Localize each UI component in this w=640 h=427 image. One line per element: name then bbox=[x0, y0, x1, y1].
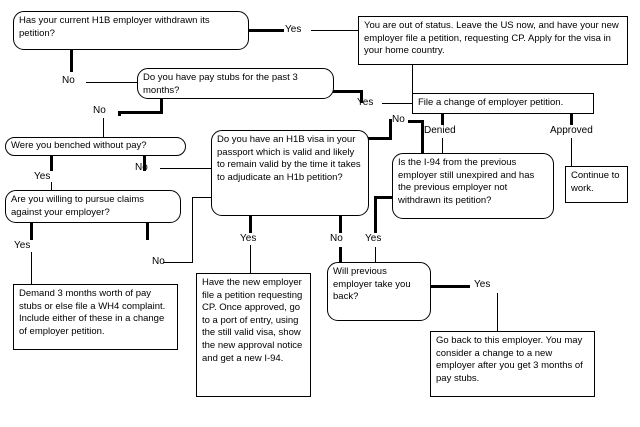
edge-label-takeback-yes: Yes bbox=[474, 279, 491, 290]
edge-withdrawn-yes-h1 bbox=[248, 29, 284, 32]
node-go-back-to-employer[interactable]: Go back to this employer. You may consid… bbox=[430, 331, 595, 397]
edge-i94-yes-v2 bbox=[375, 247, 376, 262]
edge-paystubs-no-h bbox=[118, 111, 163, 114]
node-were-you-benched[interactable]: Were you benched without pay? bbox=[5, 137, 186, 156]
node-have-new-employer-file-petition[interactable]: Have the new employer file a petition re… bbox=[196, 273, 311, 397]
node-text: You are out of status. Leave the US now,… bbox=[364, 20, 619, 57]
edge-claims-no-v2 bbox=[192, 197, 193, 263]
node-continue-to-work[interactable]: Continue to work. bbox=[565, 166, 628, 203]
edge-label-i94-no: No bbox=[392, 114, 405, 125]
node-text: Will previous employer take you back? bbox=[333, 266, 411, 303]
edge-withdrawn-no-v bbox=[70, 50, 73, 72]
edge-label-paystubs-yes: Yes bbox=[357, 97, 374, 108]
edge-i94-no-v bbox=[421, 120, 424, 153]
node-text: File a change of employer petition. bbox=[418, 97, 564, 108]
edge-h1b-yes-v1 bbox=[249, 215, 252, 233]
node-text: Has your current H1B employer withdrawn … bbox=[19, 15, 210, 39]
edge-i94-no-h bbox=[408, 120, 424, 123]
edge-claims-no-h bbox=[163, 262, 193, 263]
node-file-change-of-employer-petition[interactable]: File a change of employer petition. bbox=[412, 93, 594, 114]
edge-paystubs-no-v2 bbox=[118, 111, 121, 116]
edge-label-i94-yes: Yes bbox=[365, 233, 382, 244]
edge-label-paystubs-no: No bbox=[93, 105, 106, 116]
edge-outofstatus-v bbox=[412, 65, 413, 103]
edge-benched-yes-v1 bbox=[50, 155, 53, 171]
node-has-employer-withdrawn[interactable]: Has your current H1B employer withdrawn … bbox=[13, 11, 249, 50]
edge-label-h1b-no: No bbox=[330, 233, 343, 244]
node-willing-to-pursue-claims[interactable]: Are you willing to pursue claims against… bbox=[5, 190, 181, 223]
edge-benched-no-v bbox=[143, 155, 146, 171]
edge-approved-v2 bbox=[571, 138, 572, 166]
node-out-of-status[interactable]: You are out of status. Leave the US now,… bbox=[358, 16, 628, 65]
node-have-h1b-visa[interactable]: Do you have an H1B visa in your passport… bbox=[211, 130, 369, 216]
edge-withdrawn-yes-h2 bbox=[311, 30, 358, 31]
edge-label-petition-denied: Denied bbox=[424, 125, 456, 136]
edge-label-benched-yes: Yes bbox=[34, 171, 51, 182]
edge-takeback-yes-v bbox=[497, 293, 498, 331]
node-text: Do you have pay stubs for the past 3 mon… bbox=[143, 72, 298, 96]
edge-i94-left-h bbox=[374, 196, 395, 199]
edge-withdrawn-no-h bbox=[86, 82, 137, 83]
node-demand-pay-stubs[interactable]: Demand 3 months worth of pay stubs or el… bbox=[13, 284, 178, 350]
edge-approved-v1 bbox=[570, 113, 573, 125]
node-text: Is the I-94 from the previous employer s… bbox=[398, 157, 535, 206]
edge-h1b-right-h bbox=[368, 137, 392, 140]
node-text: Go back to this employer. You may consid… bbox=[436, 335, 583, 384]
edge-label-claims-no: No bbox=[152, 256, 165, 267]
edge-takeback-yes-h bbox=[430, 285, 470, 288]
edge-paystubs-yes-h bbox=[333, 90, 363, 93]
edge-h1b-no-v2 bbox=[339, 247, 342, 262]
edge-paystubs-yes-v bbox=[360, 90, 363, 103]
edge-denied-v1 bbox=[441, 113, 444, 125]
edge-h1b-no-v1 bbox=[339, 215, 342, 233]
edge-paystubs-no-v1 bbox=[160, 98, 163, 113]
edge-claims-no-v1 bbox=[146, 222, 149, 240]
edge-claims-yes-v2 bbox=[31, 252, 32, 284]
edge-denied-v2 bbox=[442, 138, 443, 153]
edge-h1b-yes-v2 bbox=[250, 245, 251, 273]
edge-label-withdrawn-yes: Yes bbox=[285, 24, 302, 35]
edge-benched-in-v bbox=[103, 118, 104, 138]
node-is-i94-unexpired[interactable]: Is the I-94 from the previous employer s… bbox=[392, 153, 554, 219]
edge-label-h1b-yes: Yes bbox=[240, 233, 257, 244]
edge-paystubs-yes-h2 bbox=[382, 103, 412, 104]
node-have-pay-stubs[interactable]: Do you have pay stubs for the past 3 mon… bbox=[137, 68, 334, 99]
node-text: Are you willing to pursue claims against… bbox=[11, 194, 145, 218]
edge-claims-yes-v1 bbox=[30, 222, 33, 240]
node-text: Continue to work. bbox=[571, 170, 620, 194]
edge-claims-no-h2 bbox=[192, 197, 211, 198]
edge-label-withdrawn-no: No bbox=[62, 75, 75, 86]
edge-benched-yes-v2 bbox=[51, 182, 52, 191]
node-text: Demand 3 months worth of pay stubs or el… bbox=[19, 288, 166, 337]
edge-h1b-right-v bbox=[389, 119, 392, 140]
node-will-previous-employer-take-you-back[interactable]: Will previous employer take you back? bbox=[327, 262, 431, 321]
edge-benched-no-h bbox=[160, 168, 211, 169]
edge-i94-yes-v bbox=[374, 196, 377, 233]
edge-label-benched-no: No bbox=[135, 162, 148, 173]
edge-label-petition-approved: Approved bbox=[550, 125, 593, 136]
node-text: Were you benched without pay? bbox=[11, 140, 147, 151]
edge-label-claims-yes: Yes bbox=[14, 240, 31, 251]
node-text: Do you have an H1B visa in your passport… bbox=[217, 134, 361, 183]
node-text: Have the new employer file a petition re… bbox=[202, 277, 303, 364]
